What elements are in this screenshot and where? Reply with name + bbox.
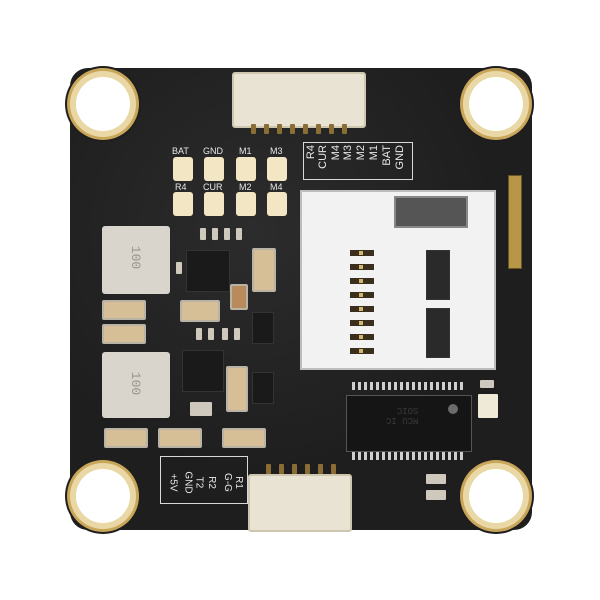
mounting-hole-bottom-left	[67, 460, 139, 532]
side-flex-ribbon	[508, 175, 522, 269]
solder-pad-m1	[236, 157, 256, 181]
sd-slot-latch	[394, 196, 468, 228]
pad-label-m2: M2	[239, 182, 252, 192]
pad-label-bat: BAT	[172, 146, 189, 156]
solder-pad-m2	[236, 192, 256, 216]
capacitor	[252, 248, 276, 292]
capacitor	[102, 324, 146, 344]
top-connector-label-box	[303, 142, 413, 180]
solder-pad-gnd	[204, 157, 224, 181]
pad-label-m4: M4	[270, 182, 283, 192]
top-connector	[232, 72, 366, 128]
ic-pin1-marker	[448, 404, 458, 414]
mounting-hole-top-right	[460, 68, 532, 140]
bottom-connector-label-box	[160, 456, 248, 504]
resistor	[480, 380, 494, 388]
solder-pad-r4	[173, 192, 193, 216]
pad-label-m1: M1	[239, 146, 252, 156]
pad-label-r4: R4	[175, 182, 187, 192]
capacitor	[104, 428, 148, 448]
capacitor	[230, 284, 248, 310]
inductor-1-label: 100	[128, 245, 144, 270]
sd-pad-block	[426, 308, 450, 358]
inductor-2	[102, 352, 170, 418]
mounting-hole-bottom-right	[460, 460, 532, 532]
capacitor	[180, 300, 220, 322]
capacitor	[158, 428, 202, 448]
mounting-hole-top-left	[67, 68, 139, 140]
crystal	[478, 394, 498, 418]
capacitor	[102, 300, 146, 320]
capacitor	[226, 366, 248, 412]
ic-pins-top	[352, 382, 464, 390]
resistor	[426, 490, 446, 500]
solder-pad-bat	[173, 157, 193, 181]
regulator-chip-1	[186, 250, 230, 292]
inductor-2-label: 100	[128, 371, 144, 396]
solder-pad-cur	[204, 192, 224, 216]
bottom-connector	[248, 474, 352, 532]
pad-label-m3: M3	[270, 146, 283, 156]
regulator-chip-2	[182, 350, 224, 392]
mosfet	[252, 372, 274, 404]
pad-label-gnd: GND	[203, 146, 223, 156]
mosfet	[252, 312, 274, 344]
resistor	[426, 474, 446, 484]
inductor-1	[102, 226, 170, 294]
solder-pad-m3	[267, 157, 287, 181]
ic-pins-bottom	[352, 452, 464, 460]
pad-label-cur: CUR	[203, 182, 223, 192]
sd-pad-block	[426, 250, 450, 300]
solder-pad-m4	[267, 192, 287, 216]
capacitor	[222, 428, 266, 448]
